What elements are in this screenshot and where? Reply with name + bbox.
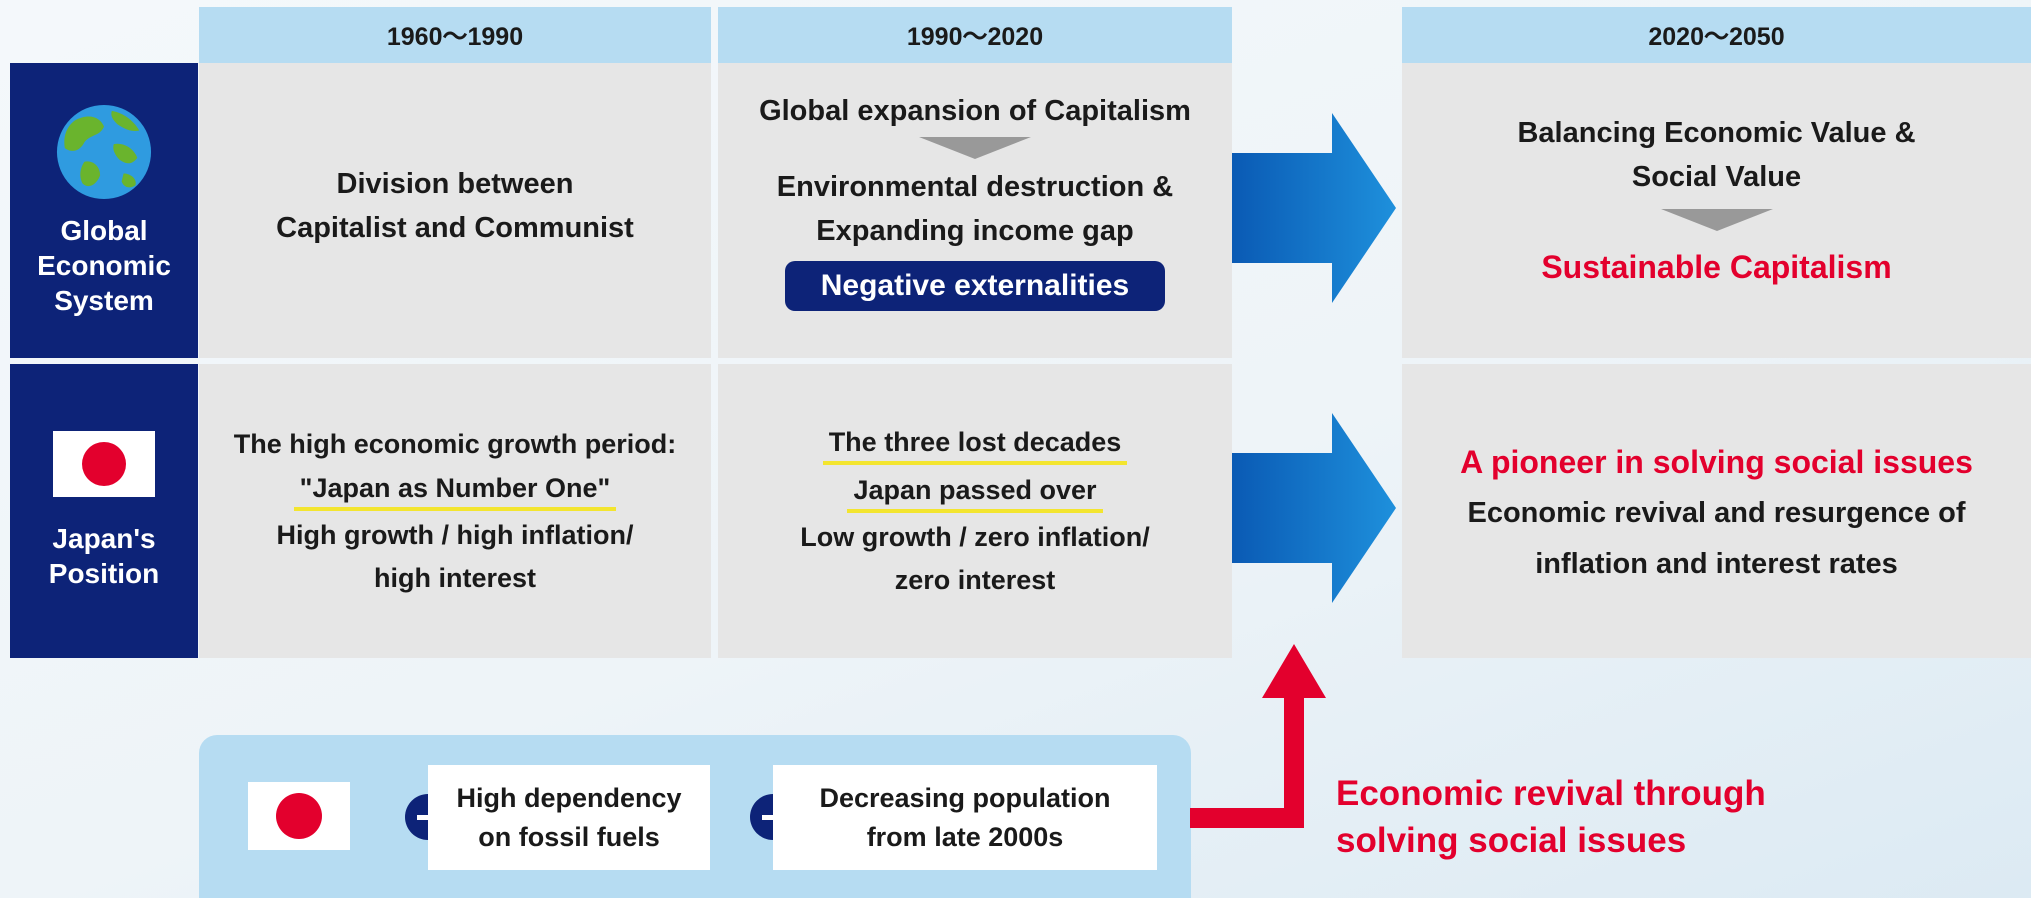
cell-text: Low growth / zero inflation/ [800, 522, 1150, 552]
cell-global-1960-1990: Division between Capitalist and Communis… [199, 63, 711, 358]
cell-text: inflation and interest rates [1535, 547, 1898, 580]
cell-text: Environmental destruction & [776, 171, 1174, 203]
negative-externalities-badge: Negative externalities [784, 261, 1166, 311]
factor-fossil-fuels: High dependency on fossil fuels [428, 765, 710, 870]
revival-line: Economic revival through [1336, 774, 1766, 813]
down-arrow-icon [919, 137, 1031, 159]
arrow-right-icon [1232, 113, 1396, 303]
row-label-line: Position [48, 558, 160, 589]
row-label-line: Economic [37, 250, 171, 281]
factor-text: Decreasing population [819, 782, 1111, 813]
globe-icon [56, 104, 152, 200]
economic-revival-text: Economic revival through solving social … [1336, 770, 1856, 864]
cell-text: high interest [373, 562, 536, 593]
cell-japan-1990-2020: The three lost decades Japan passed over… [718, 364, 1232, 658]
row-label-line: System [54, 285, 154, 316]
cell-text: Division between [336, 167, 574, 200]
revival-line: solving social issues [1336, 821, 1687, 860]
header-1960-1990: 1960～1990 [199, 7, 711, 63]
japan-number-one-highlight: "Japan as Number One" [293, 469, 617, 511]
cell-text: High growth / high inflation/ [276, 519, 634, 550]
row-label-japans-position: Japan's Position [10, 364, 198, 658]
japan-flag-icon [53, 431, 155, 497]
row-label-line: Global [60, 215, 148, 246]
cell-text: Balancing Economic Value & [1517, 117, 1916, 149]
cell-text: The high economic growth period: [233, 428, 677, 459]
arrow-right-icon [1232, 413, 1396, 603]
row-label-global-economic-system: Global Economic System [10, 63, 198, 358]
cell-text: Capitalist and Communist [276, 211, 634, 244]
arrow-up-icon [1190, 644, 1326, 828]
cell-text: Social Value [1631, 161, 1802, 193]
lost-decades-highlight: The three lost decades [822, 423, 1128, 465]
down-arrow-icon [1660, 209, 1773, 231]
cell-global-2020-2050: Balancing Economic Value & Social Value … [1402, 63, 2031, 358]
cell-text: Economic revival and resurgence of [1467, 496, 1966, 529]
japan-passed-over-highlight: Japan passed over [847, 471, 1103, 513]
factor-text: from late 2000s [866, 821, 1064, 852]
cell-japan-2020-2050: A pioneer in solving social issues Econo… [1402, 364, 2031, 658]
sustainable-capitalism-text: Sustainable Capitalism [1541, 249, 1892, 285]
row-label-line: Japan's [52, 523, 156, 554]
factor-text: on fossil fuels [478, 821, 660, 852]
factor-population: Decreasing population from late 2000s [773, 765, 1157, 870]
cell-text: Expanding income gap [816, 215, 1134, 247]
header-1990-2020: 1990～2020 [718, 7, 1232, 63]
cell-japan-1960-1990: The high economic growth period: "Japan … [199, 364, 711, 658]
cell-global-1990-2020: Global expansion of Capitalism Environme… [718, 63, 1232, 358]
cell-text: zero interest [894, 565, 1056, 595]
japan-flag-icon [248, 782, 350, 850]
global-expansion-text: Global expansion of Capitalism [759, 95, 1191, 127]
pioneer-text: A pioneer in solving social issues [1460, 443, 1973, 480]
header-2020-2050: 2020～2050 [1402, 7, 2031, 63]
factor-text: High dependency [456, 782, 682, 813]
